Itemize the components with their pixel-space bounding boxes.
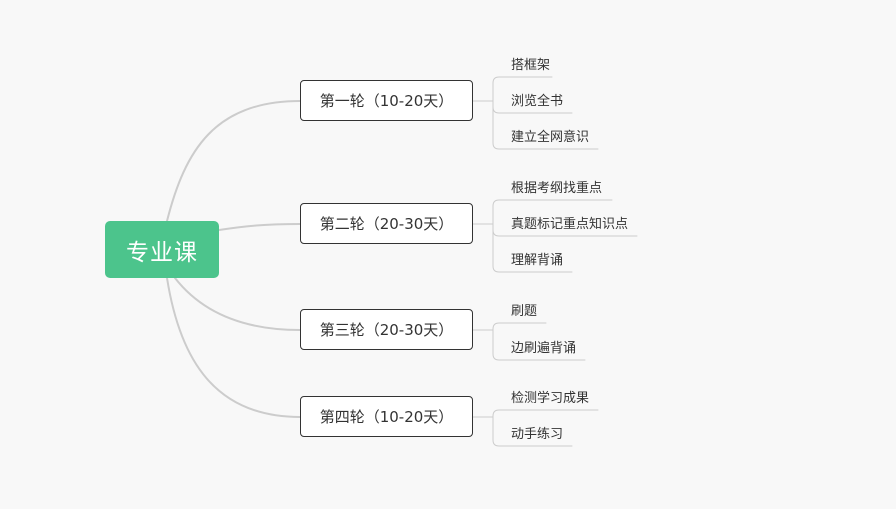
branch-topic-round-4[interactable]: 第四轮（10-20天）: [300, 396, 473, 437]
branch-1-leaf-3-link: [492, 100, 599, 150]
branch-1-leaf-1-link: [492, 76, 553, 102]
leaf-topic[interactable]: 根据考纲找重点: [511, 181, 603, 196]
leaf-topic[interactable]: 动手练习: [511, 427, 564, 442]
leaf-topic[interactable]: 刷题: [511, 304, 538, 319]
root-to-branch-4-link: [166, 277, 301, 418]
root-to-branch-2-link: [218, 223, 301, 231]
branch-2-leaf-3-link: [492, 223, 573, 273]
branch-3-leaf-1-link: [492, 322, 547, 331]
leaf-topic[interactable]: 搭框架: [511, 58, 551, 73]
root-to-branch-3-link: [174, 277, 301, 331]
branch-topic-round-3[interactable]: 第三轮（20-30天）: [300, 309, 473, 350]
branch-3-leaf-2-link: [492, 329, 586, 361]
leaf-topic[interactable]: 建立全网意识: [511, 130, 590, 145]
leaf-topic[interactable]: 浏览全书: [511, 94, 564, 109]
branch-topic-round-1[interactable]: 第一轮（10-20天）: [300, 80, 473, 121]
branch-2-leaf-1-link: [492, 199, 613, 225]
root-to-branch-1-link: [166, 100, 301, 222]
leaf-topic[interactable]: 真题标记重点知识点: [511, 217, 629, 232]
branch-4-leaf-2-link: [492, 416, 573, 447]
leaf-topic[interactable]: 检测学习成果: [511, 391, 590, 406]
branch-4-leaf-1-link: [492, 409, 599, 418]
leaf-topic[interactable]: 理解背诵: [511, 253, 564, 268]
branch-topic-round-2[interactable]: 第二轮（20-30天）: [300, 203, 473, 244]
leaf-topic[interactable]: 边刷遍背诵: [511, 341, 577, 356]
root-topic[interactable]: 专业课: [105, 221, 219, 278]
